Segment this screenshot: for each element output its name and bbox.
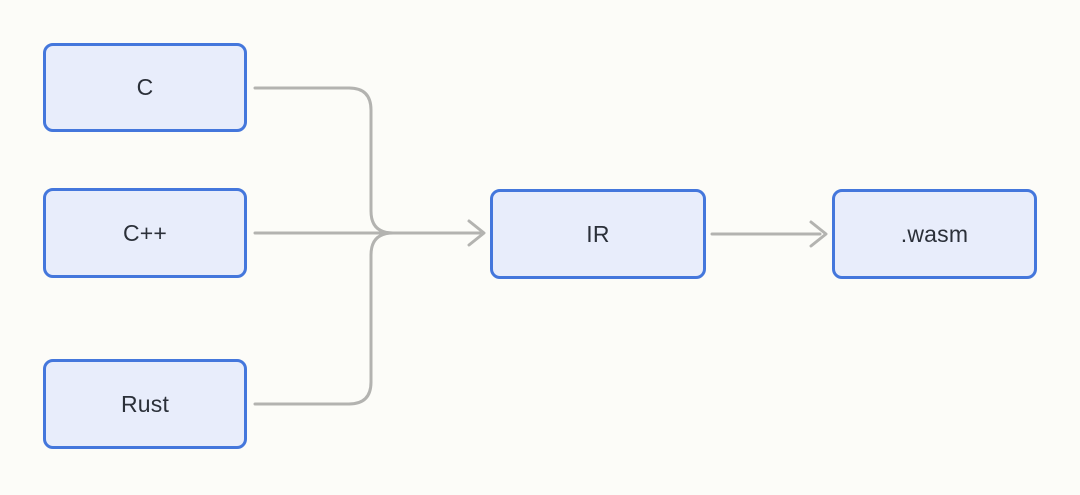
node-c: C — [43, 43, 247, 132]
node-c-label: C — [136, 74, 154, 100]
edge-rust-to-ir — [253, 231, 395, 406]
edge-c-to-ir — [253, 86, 395, 235]
node-wasm: .wasm — [832, 189, 1037, 279]
node-wasm-label: .wasm — [900, 220, 969, 247]
node-ir: IR — [490, 189, 706, 279]
node-rust-label: Rust — [120, 390, 170, 417]
arrowhead-into-ir-icon — [467, 219, 486, 247]
node-ir-label: IR — [586, 220, 610, 247]
arrowhead-into-wasm-icon — [809, 220, 828, 248]
node-rust: Rust — [43, 359, 247, 449]
node-cpp-label: C++ — [122, 219, 168, 246]
node-cpp: C++ — [43, 188, 247, 278]
